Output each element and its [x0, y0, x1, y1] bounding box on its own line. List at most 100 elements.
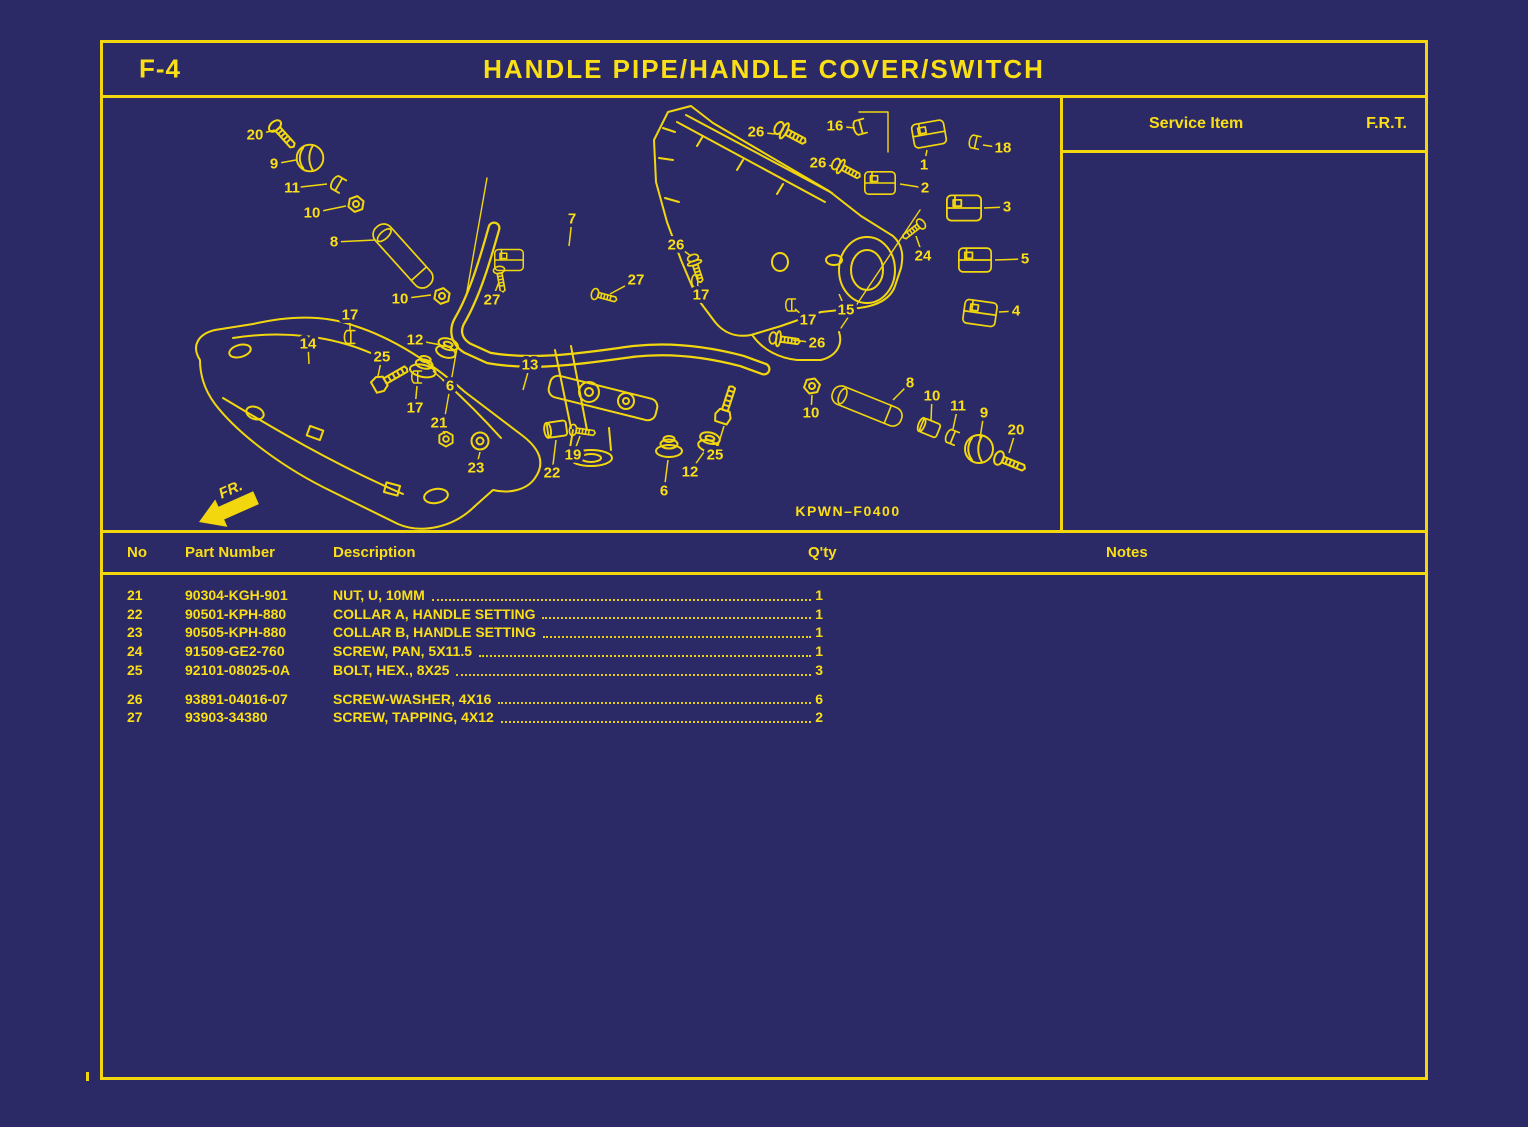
- row-part-number: 92101-08025-0A: [185, 661, 291, 678]
- row-qty: 1: [815, 624, 823, 641]
- svg-text:17: 17: [342, 307, 359, 324]
- left-parts-chain: [265, 116, 452, 307]
- row-description: SCREW, TAPPING, 4X12: [333, 709, 494, 726]
- parts-table-row: 22 90501-KPH-880 COLLAR A, HANDLE SETTIN…: [127, 605, 1425, 624]
- row-qty: 1: [815, 605, 823, 622]
- col-header-qty: Q'ty: [808, 544, 837, 561]
- fr-direction-arrow: FR.: [199, 477, 259, 527]
- row-no: 24: [127, 643, 143, 660]
- parts-table-header: No Part Number Description Q'ty Notes: [103, 533, 1425, 575]
- svg-text:10: 10: [392, 291, 409, 308]
- row-description-cell: NUT, U, 10MM 1: [333, 586, 825, 605]
- row-no: 27: [127, 709, 143, 726]
- svg-text:13: 13: [522, 357, 539, 374]
- row-description: BOLT, HEX., 8X25: [333, 661, 450, 678]
- row-qty: 2: [815, 709, 823, 726]
- parts-table-row: 26 93891-04016-07 SCREW-WASHER, 4X16 6: [127, 690, 1425, 709]
- svg-text:20: 20: [1008, 422, 1025, 439]
- svg-text:5: 5: [1021, 251, 1029, 268]
- row-description-cell: COLLAR B, HANDLE SETTING 1: [333, 623, 825, 642]
- svg-text:11: 11: [950, 398, 966, 415]
- svg-text:12: 12: [407, 332, 424, 349]
- dotted-leader: [500, 720, 812, 723]
- svg-text:22: 22: [544, 465, 561, 482]
- svg-text:25: 25: [707, 447, 724, 464]
- page-code: F-4: [139, 53, 181, 84]
- row-part-number: 90501-KPH-880: [185, 605, 287, 622]
- svg-text:25: 25: [374, 349, 391, 366]
- dotted-leader: [543, 636, 812, 639]
- parts-table-row: 27 93903-34380 SCREW, TAPPING, 4X12 2: [127, 708, 1425, 727]
- svg-text:21: 21: [431, 415, 448, 432]
- row-description-cell: SCREW, TAPPING, 4X12 2: [333, 708, 825, 727]
- service-item-label: Service Item: [1149, 115, 1244, 132]
- row-part-number: 93903-34380: [185, 709, 268, 726]
- row-no: 23: [127, 624, 143, 641]
- col-header-description: Description: [333, 544, 416, 561]
- svg-text:19: 19: [565, 447, 582, 464]
- svg-text:26: 26: [809, 335, 826, 352]
- bracket-line: [858, 111, 889, 153]
- row-description-cell: COLLAR A, HANDLE SETTING 1: [333, 605, 825, 624]
- svg-text:26: 26: [748, 124, 765, 141]
- svg-text:9: 9: [980, 405, 988, 422]
- dotted-leader: [431, 598, 812, 601]
- svg-text:10: 10: [304, 205, 321, 222]
- title-bar: F-4 HANDLE PIPE/HANDLE COVER/SWITCH: [103, 43, 1425, 98]
- svg-text:27: 27: [484, 292, 501, 309]
- frt-label: F.R.T.: [1366, 115, 1407, 132]
- dotted-leader: [456, 673, 812, 676]
- row-notes: [825, 586, 1425, 605]
- row-description: NUT, U, 10MM: [333, 587, 425, 603]
- svg-text:26: 26: [810, 155, 827, 172]
- svg-text:10: 10: [924, 388, 941, 405]
- svg-text:1: 1: [920, 157, 928, 174]
- svg-text:23: 23: [468, 460, 485, 477]
- service-item-body: [1063, 153, 1425, 530]
- svg-text:8: 8: [906, 375, 914, 392]
- svg-text:6: 6: [446, 378, 454, 395]
- row-part-number: 90505-KPH-880: [185, 624, 287, 641]
- service-item-panel: Service Item F.R.T.: [1063, 98, 1425, 530]
- svg-text:12: 12: [682, 464, 699, 481]
- right-parts-chain: [801, 375, 1029, 476]
- col-header-part-number: Part Number: [185, 544, 276, 561]
- row-notes: [825, 661, 1425, 680]
- row-description: COLLAR A, HANDLE SETTING: [333, 605, 536, 622]
- parts-table-row: 24 91509-GE2-760 SCREW, PAN, 5X11.5 1: [127, 642, 1425, 661]
- row-qty: 3: [815, 661, 823, 678]
- svg-text:26: 26: [668, 237, 685, 254]
- handle-pipe: [450, 221, 771, 376]
- svg-text:17: 17: [800, 312, 817, 329]
- svg-text:2: 2: [921, 180, 929, 197]
- svg-text:11: 11: [284, 180, 300, 197]
- svg-text:24: 24: [915, 248, 932, 265]
- page-frame: F-4 HANDLE PIPE/HANDLE COVER/SWITCH: [100, 40, 1428, 1080]
- dotted-leader: [542, 617, 812, 620]
- drawing-code: KPWN–F0400: [795, 503, 900, 519]
- row-qty: 1: [815, 587, 823, 603]
- svg-text:17: 17: [407, 400, 424, 417]
- parts-table-row: 23 90505-KPH-880 COLLAR B, HANDLE SETTIN…: [127, 623, 1425, 642]
- svg-text:8: 8: [330, 234, 338, 251]
- row-description-cell: SCREW, PAN, 5X11.5 1: [333, 642, 825, 661]
- row-no: 26: [127, 690, 143, 707]
- exploded-parts-diagram: 2091110810277171425126131721232219262717…: [195, 105, 1033, 530]
- row-notes: [825, 605, 1425, 624]
- dotted-leader: [498, 702, 812, 705]
- svg-text:10: 10: [803, 405, 820, 422]
- svg-text:20: 20: [247, 127, 264, 144]
- service-item-header: Service Item F.R.T.: [1063, 98, 1425, 153]
- row-qty: 1: [815, 643, 823, 660]
- row-notes: [825, 708, 1425, 727]
- row-description: COLLAR B, HANDLE SETTING: [333, 624, 536, 641]
- dotted-leader: [479, 654, 812, 657]
- svg-text:9: 9: [270, 156, 278, 173]
- svg-text:6: 6: [660, 483, 668, 500]
- row-part-number: 93891-04016-07: [185, 690, 288, 707]
- svg-text:14: 14: [300, 336, 317, 353]
- svg-text:4: 4: [1012, 303, 1021, 320]
- col-header-no: No: [127, 544, 147, 561]
- upper-handle-cover: [653, 105, 904, 361]
